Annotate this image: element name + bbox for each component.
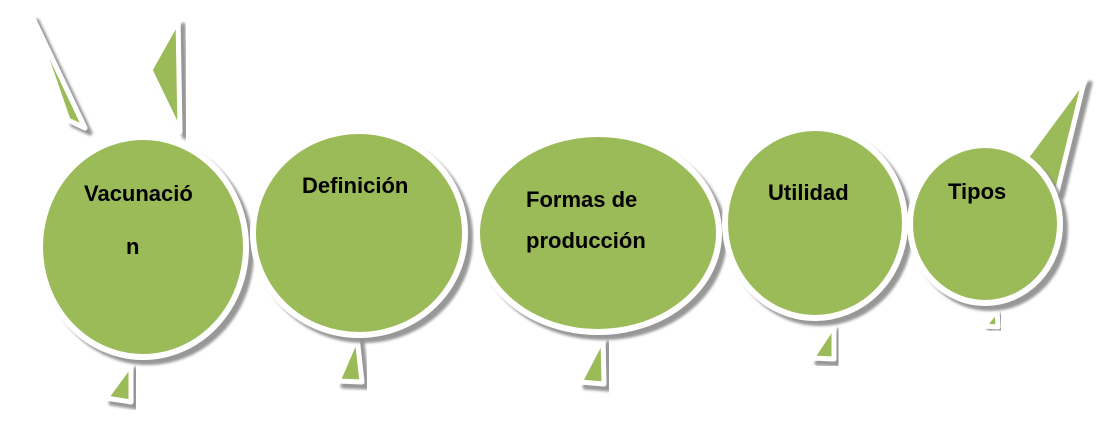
segment-definicion-circle [250,128,468,338]
right-antenna [147,17,183,135]
segment-formas-label-line2: producción [526,228,646,253]
segment-vacunacion-label-line2: n [126,234,139,259]
segment-formas-circle [474,131,722,335]
leg-1 [103,361,134,405]
segment-formas-label-line1: Formas de [526,187,637,212]
segment-definicion-label: Definición [302,173,408,198]
leg-5 [981,307,1001,330]
segment-utilidad-label: Utilidad [768,180,849,205]
segment-vacunacion-circle [37,134,249,360]
segment-utilidad-circle [722,125,908,321]
segment-tipos-label: Tipos [948,179,1006,204]
left-antenna [29,13,88,131]
segment-tipos-circle [907,142,1063,306]
leg-4 [809,322,837,362]
leg-3 [577,335,607,387]
segment-vacunacion-label-line1: Vacunació [84,181,193,206]
leg-2 [335,334,365,385]
